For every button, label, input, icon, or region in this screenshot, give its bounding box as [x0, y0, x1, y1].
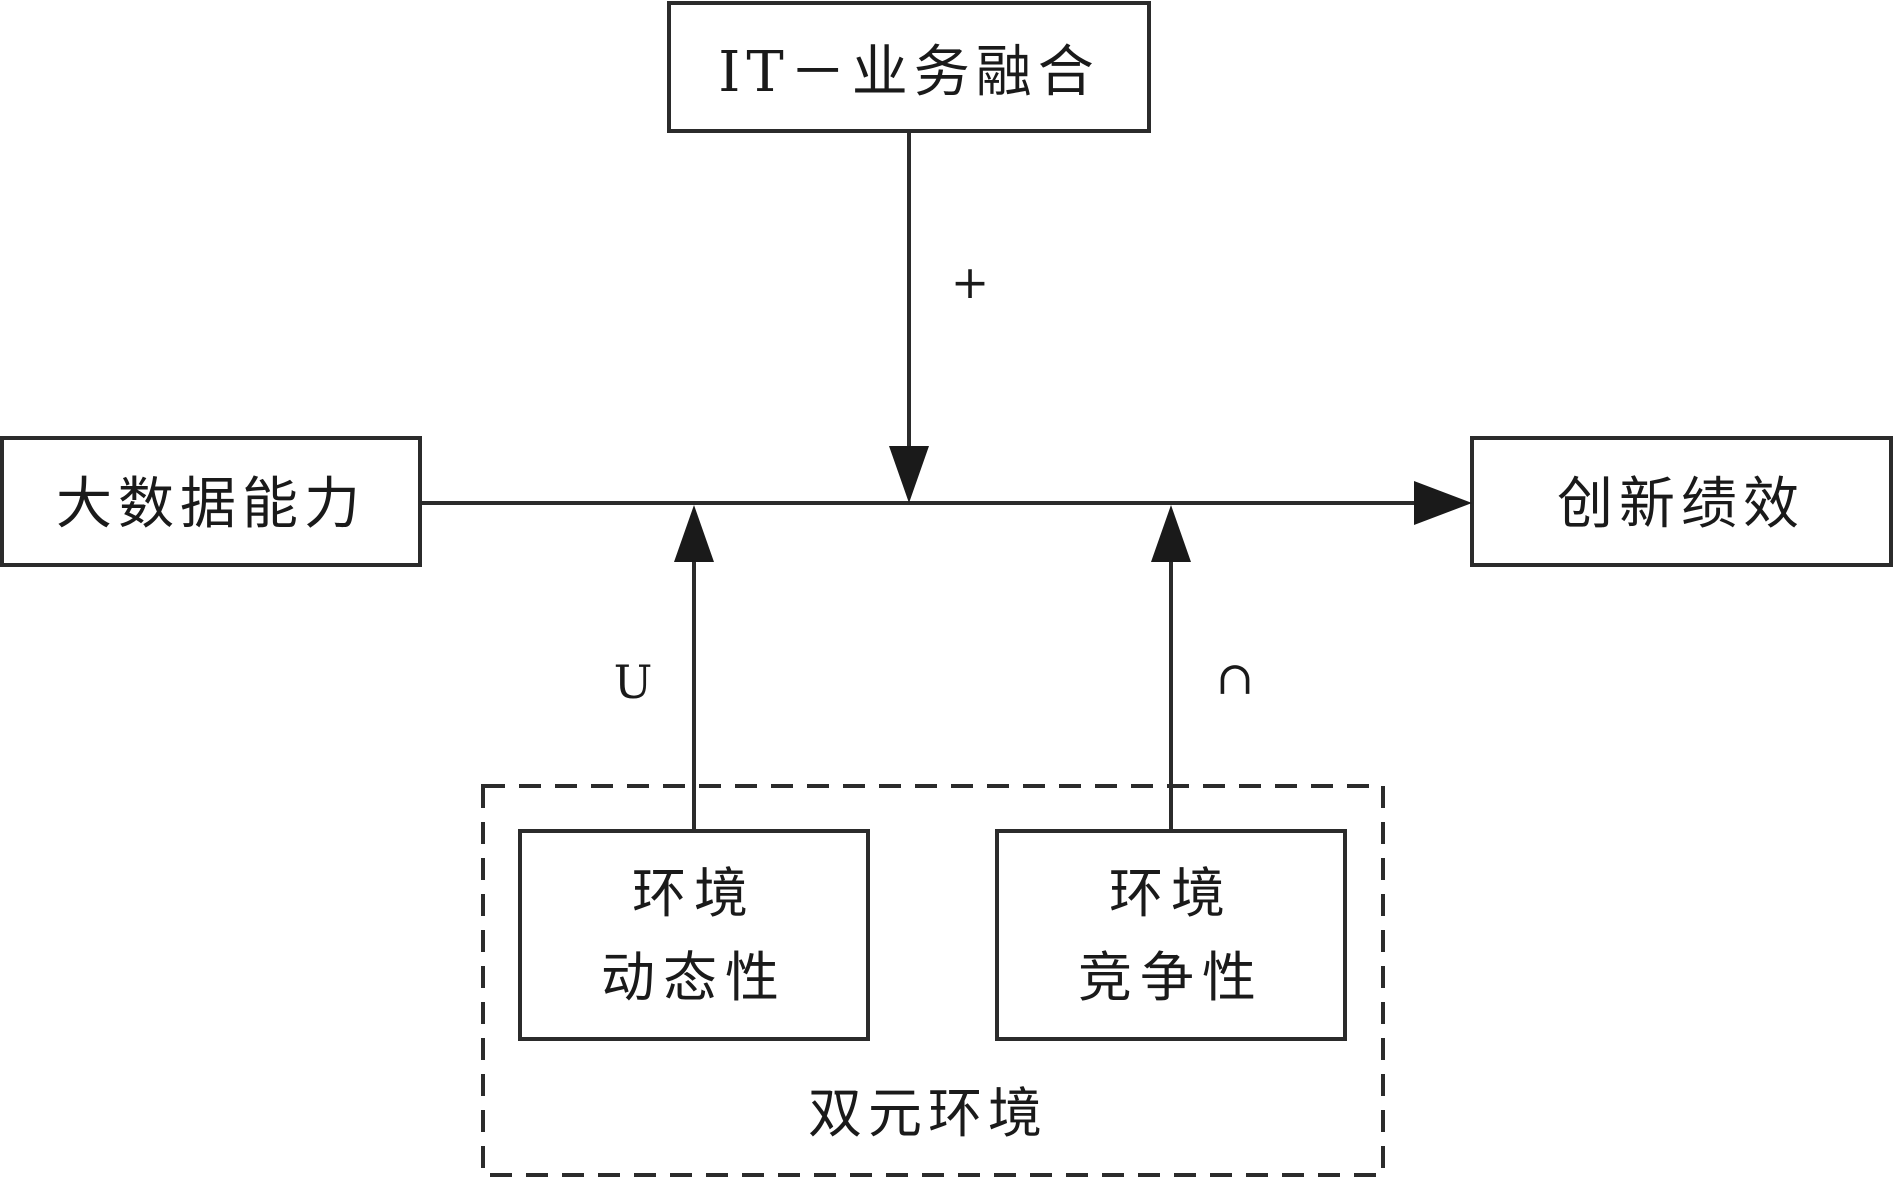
it-business-fusion-label: IT－业务融合 — [718, 40, 1099, 105]
it-business-moderation-arrow — [889, 131, 929, 503]
environmental-dynamism-line1: 环境 — [632, 862, 756, 925]
it-business-fusion-node: IT－业务融合 — [667, 1, 1151, 133]
competitiveness-moderation-arrow — [1151, 505, 1191, 831]
positive-sign-label: + — [951, 255, 990, 309]
dual-environment-group: 双元环境 — [481, 784, 1385, 1177]
innovation-performance-label: 创新绩效 — [1557, 472, 1805, 537]
dynamism-moderation-arrow — [674, 505, 714, 831]
environmental-dynamism-node: 环境 动态性 — [518, 829, 870, 1041]
environmental-competitiveness-node: 环境 竞争性 — [995, 829, 1347, 1041]
main-effect-arrow — [420, 481, 1472, 525]
dual-environment-label: 双元环境 — [808, 1082, 1048, 1145]
big-data-capability-label: 大数据能力 — [56, 472, 366, 537]
environmental-competitiveness-line1: 环境 — [1109, 862, 1233, 925]
big-data-capability-node: 大数据能力 — [0, 436, 422, 567]
environmental-dynamism-line2: 动态性 — [601, 946, 787, 1009]
innovation-performance-node: 创新绩效 — [1470, 436, 1893, 567]
u-shape-effect-label: U — [614, 655, 653, 709]
environmental-competitiveness-line2: 竞争性 — [1078, 946, 1264, 1009]
inverted-u-effect-label: ∩ — [1216, 651, 1255, 705]
